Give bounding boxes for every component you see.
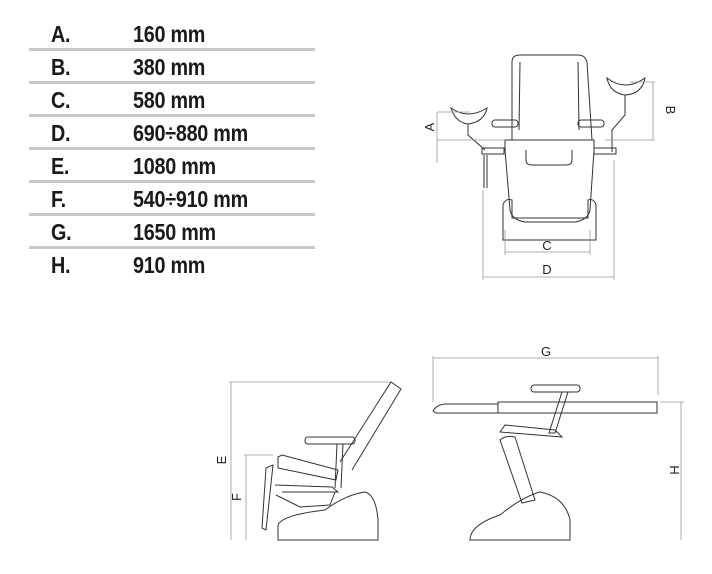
dimension-label: H. [51,252,71,278]
armrest [304,436,356,445]
dimension-value: 580 mm [133,87,206,113]
dim-label-h: H [667,465,682,474]
dimension-value: 1080 mm [133,153,216,179]
dimension-label: E. [51,153,70,179]
dimension-label: D. [51,120,71,146]
seat [504,139,595,223]
dim-label-g: G [541,344,551,359]
right-armrest [577,119,605,128]
table-row: F. 540÷910 mm [29,183,315,216]
backrest [339,381,402,471]
dim-label-f: F [229,493,244,501]
base [502,199,597,241]
dimension-value: 910 mm [133,252,206,278]
base [469,491,571,541]
table-row: G. 1650 mm [29,216,315,249]
dimension-label: B. [51,54,71,80]
dimension-value: 380 mm [133,54,206,80]
left-armrest [491,119,519,128]
leg-section [432,403,499,414]
side-view-seated-dimensions [229,381,390,540]
seat [277,454,339,481]
dim-label-b: B [663,106,678,115]
column [499,435,536,504]
table-row: D. 690÷880 mm [29,117,315,150]
dimensions-table: A.160 mm B.380 mm C.580 mm D.690÷880 mm … [29,18,315,282]
dim-label-e: E [214,455,229,464]
front-view-drawing [450,54,646,241]
armrest [530,384,581,393]
dimension-value: 540÷910 mm [133,186,248,212]
table-row: C. 580 mm [29,84,315,117]
backrest [511,54,593,141]
dimension-value: 1650 mm [133,219,216,245]
base [277,491,379,541]
side-view-flat-drawing [432,384,658,541]
table-row: H. 910 mm [29,249,315,282]
dimension-label: F. [51,186,66,212]
side-view-seated-drawing [261,381,402,541]
legrest [261,464,274,531]
dim-label-a: A [422,122,437,131]
dim-label-c: C [542,238,551,253]
dimension-value: 160 mm [133,21,206,47]
dimension-label: G. [51,219,72,245]
right-stirrup [606,76,646,152]
dimension-label: C. [51,87,71,113]
dim-label-d: D [542,262,551,277]
table-row: E. 1080 mm [29,150,315,183]
left-stirrup [450,106,488,151]
front-view-dimensions [436,81,655,280]
table-row: A. 160 mm [29,18,315,51]
table-top [497,401,658,414]
side-view-flat-dimensions [432,356,684,540]
dimension-value: 690÷880 mm [133,120,248,146]
table-row: B. 380 mm [29,51,315,84]
dimension-label: A. [51,21,71,47]
